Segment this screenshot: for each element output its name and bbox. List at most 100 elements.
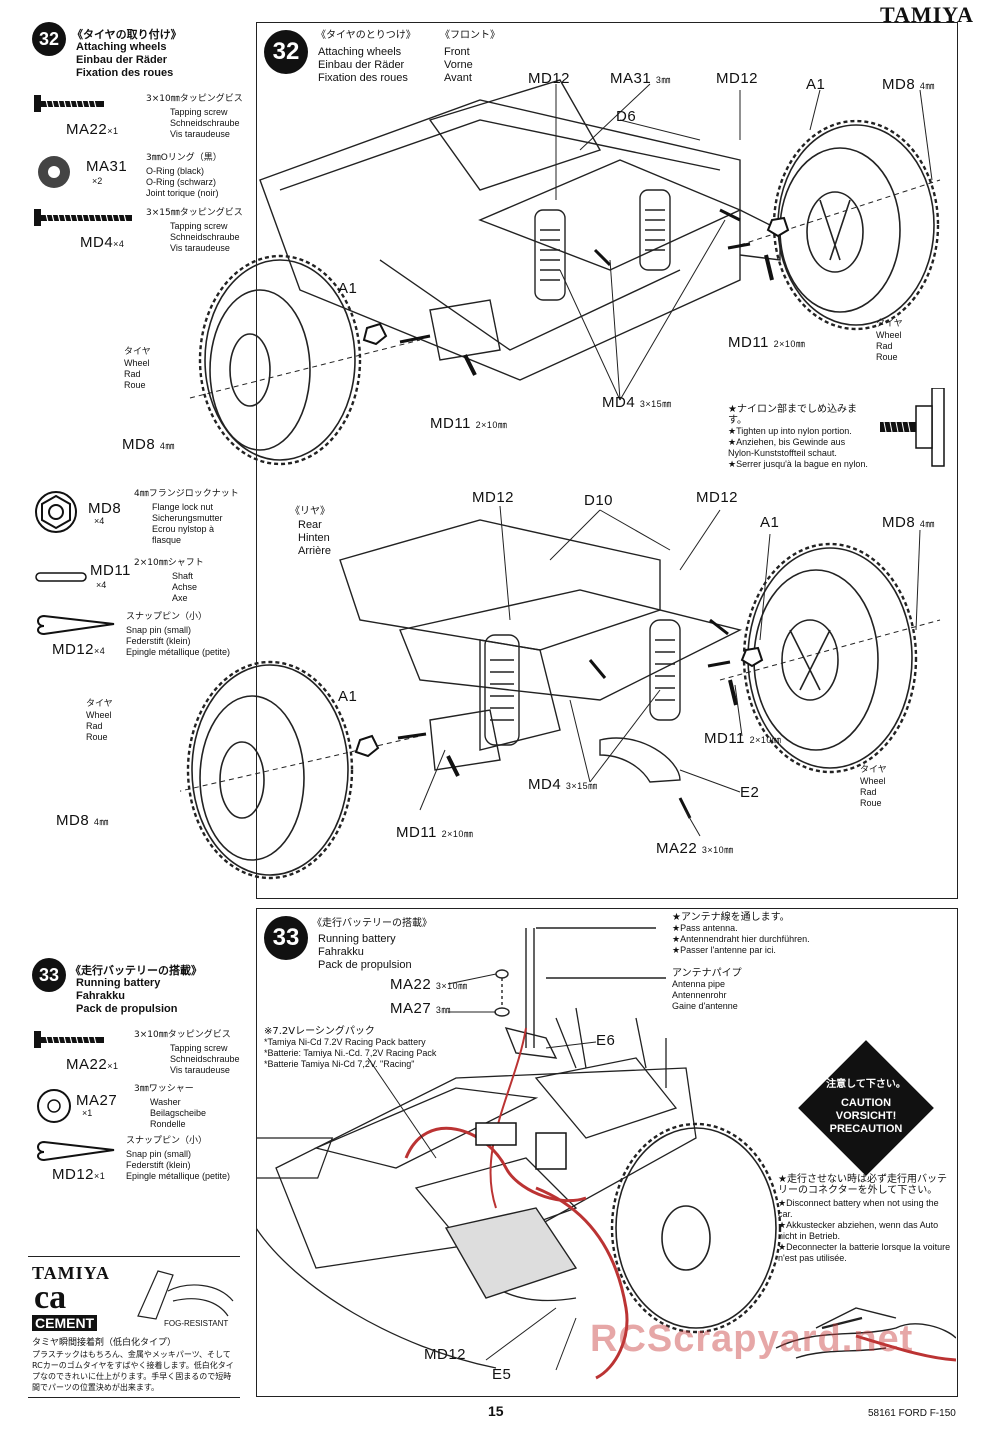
wheel-label-de: Rad (124, 369, 141, 379)
wheel-front-left (204, 259, 356, 461)
step-title-en: Attaching wheels (76, 41, 167, 53)
rear-jp: 《リヤ》 (290, 506, 330, 517)
callout-a1: A1 (760, 514, 780, 531)
washer-icon (37, 1089, 71, 1123)
nylon-note: ★ナイロン部までしめ込みます。 ★Tighten up into nylon p… (728, 404, 868, 469)
panel-title-fr: Fixation des roues (318, 72, 408, 84)
step-title-en: Running battery (76, 977, 161, 989)
front-assembly-illustration (189, 79, 941, 466)
part-desc-jp: 3㎜ワッシャー (134, 1084, 194, 1094)
caution-text: 注意して下さい。 CAUTION VORSICHT! PRECAUTION (826, 1079, 906, 1135)
wheel-label-en: Wheel (86, 710, 112, 720)
part-desc-en: Snap pin (small) (126, 625, 192, 635)
wheel-label-jp: タイヤ (124, 346, 151, 356)
shaft-icon (35, 572, 87, 582)
tapping-screw-icon (34, 1031, 104, 1048)
part-code: MA22×1 (66, 1056, 119, 1073)
front-fr: Avant (444, 72, 472, 84)
callout-md11-left: MD11 2×10㎜ (396, 824, 474, 841)
part-code: MD12×1 (52, 1166, 106, 1183)
snap-pin-icon (37, 1140, 115, 1162)
callout-md8-left: MD8 4㎜ (122, 436, 175, 453)
part-desc-de: O-Ring (schwarz) (146, 177, 217, 187)
antenna-pipe-note: アンテナパイプ Antenna pipe Antennenrohr Gaine … (672, 968, 742, 1011)
part-desc-en: O-Ring (black) (146, 166, 205, 176)
tapping-screw-icon (34, 95, 104, 112)
callout-md8: MD8 4㎜ (882, 76, 935, 93)
panel-title-jp: 《タイヤのとりつけ》 (316, 30, 416, 41)
wheel-label-en: Wheel (860, 776, 886, 786)
antenna-note: ★アンテナ線を通します。 ★Pass antenna. ★Antennendra… (672, 912, 810, 955)
cement-brand: TAMIYA (32, 1263, 111, 1283)
part-qty: ×1 (82, 1108, 93, 1118)
panel-title-de: Einbau der Räder (318, 59, 405, 71)
wheel-label-fr: Roue (124, 380, 146, 390)
tapping-screw-long-icon (34, 209, 132, 226)
front-en: Front (444, 46, 470, 58)
callout-e6: E6 (596, 1032, 616, 1049)
cement-bottle-hand-icon (137, 1270, 234, 1320)
page-number: 15 (488, 1403, 504, 1419)
rear-en: Rear (298, 519, 322, 531)
part-desc-jp: 3×10㎜タッピングビス (134, 1030, 231, 1040)
part-code: MD8 (88, 500, 122, 517)
step-title-de: Fahrakku (76, 990, 125, 1002)
wheel-label-fr: Roue (876, 352, 898, 362)
flange-nut-icon (35, 491, 77, 533)
part-code: MD4×4 (80, 234, 125, 251)
part-qty: ×4 (96, 580, 107, 590)
rear-de: Hinten (298, 532, 330, 544)
callout-e2: E2 (740, 784, 760, 801)
part-desc-de: Schneidschraube (170, 118, 240, 128)
wheel-label-de: Rad (86, 721, 103, 731)
part-desc-fr: Vis taraudeuse (170, 129, 230, 139)
callout-a1: A1 (806, 76, 826, 93)
part-desc-fr: Vis taraudeuse (170, 243, 230, 253)
wheel-label-fr: Roue (860, 798, 882, 808)
footer-model: 58161 FORD F-150 (868, 1408, 956, 1419)
callout-md11-left: MD11 2×10㎜ (430, 415, 508, 432)
callout-md12-right: MD12 (696, 489, 739, 506)
step-number-badge: 33 (32, 958, 66, 992)
panel-title-en: Running battery (318, 933, 396, 945)
cement-jp-title: タミヤ瞬間接着剤（低白化タイプ） (32, 1338, 177, 1348)
callout-d6: D6 (616, 108, 637, 125)
part-desc-de: Schneidschraube (170, 1054, 240, 1064)
wheel-battery-step (615, 1127, 777, 1329)
step-number-badge: 32 (32, 22, 66, 56)
front-de: Vorne (444, 59, 473, 71)
part-code: MD12×4 (52, 641, 106, 658)
callout-d10: D10 (584, 492, 614, 509)
watermark: RCScrapyard.net (590, 1318, 914, 1360)
callout-md8: MD8 4㎜ (882, 514, 935, 531)
callout-md12: MD12 (472, 489, 515, 506)
wheel-label-de: Rad (876, 341, 893, 351)
part-code: MA27 (76, 1092, 118, 1109)
part-desc-en: Tapping screw (170, 1043, 228, 1053)
part-desc-en: Shaft (172, 571, 194, 581)
panel-front-jp: 《フロント》 (440, 30, 500, 41)
part-desc-en: Flange lock nut (152, 502, 214, 512)
callout-md11-right: MD11 2×10㎜ (704, 730, 782, 747)
callout-md12: MD12 (528, 70, 571, 87)
callout-ma31: MA31 3㎜ (610, 70, 671, 87)
battery-note: ※7.2Vレーシングパック *Tamiya Ni-Cd 7.2V Racing … (264, 1026, 437, 1069)
part-desc-jp: 2×10㎜シャフト (134, 558, 204, 568)
panel-title-fr: Pack de propulsion (318, 959, 412, 971)
panel-title-jp: 《走行バッテリーの搭載》 (312, 918, 432, 929)
callout-md8-left: MD8 4㎜ (56, 812, 109, 829)
part-code: MD11 (90, 562, 131, 579)
part-desc-jp: 4㎜フランジロックナット (134, 489, 239, 499)
part-desc-fr: Epingle métallique (petite) (126, 1171, 231, 1181)
rear-fr: Arrière (298, 545, 332, 557)
part-desc-en: Snap pin (small) (126, 1149, 192, 1159)
part-desc-de: Federstift (klein) (126, 636, 191, 646)
callout-md11-right: MD11 2×10㎜ (728, 334, 806, 351)
wheel-label-jp: タイヤ (860, 764, 887, 774)
part-desc-jp: 3㎜Oリング（黒） (146, 153, 222, 163)
callout-e5: E5 (492, 1366, 512, 1383)
part-desc-fr: Vis taraudeuse (170, 1065, 230, 1075)
callout-a1-left: A1 (338, 688, 358, 705)
step-title-jp: 《タイヤの取り付け》 (72, 28, 182, 41)
part-desc-jp: スナップピン（小） (126, 612, 208, 622)
